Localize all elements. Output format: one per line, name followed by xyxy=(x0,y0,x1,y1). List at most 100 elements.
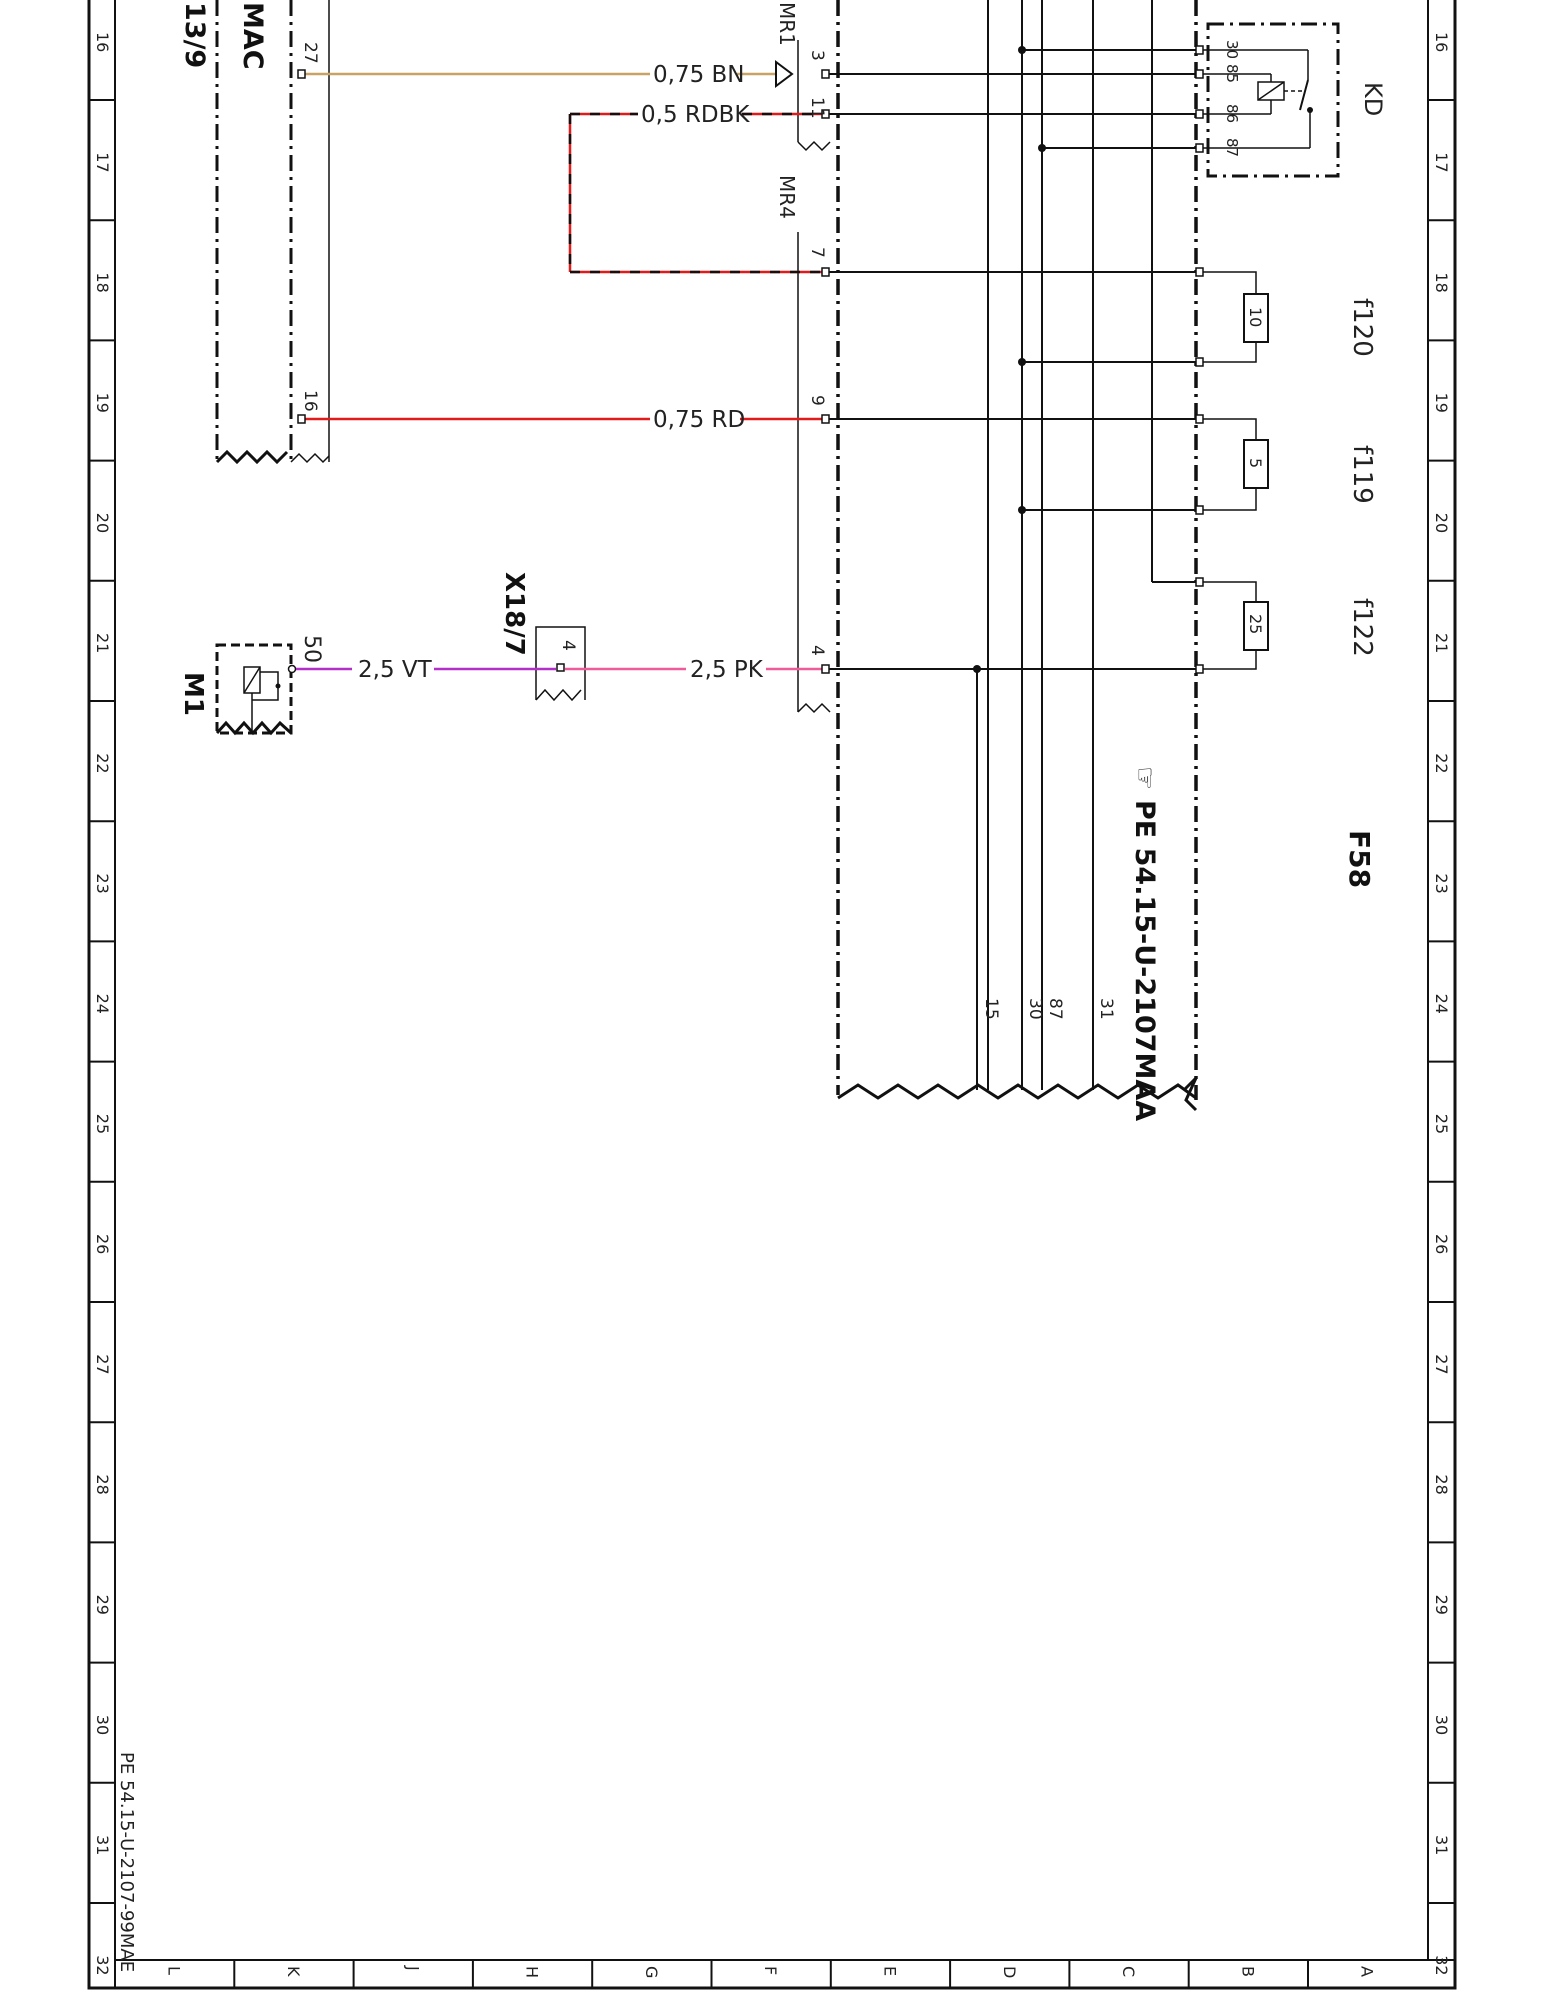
m1-motor: M1 50 xyxy=(178,635,324,736)
row-number-left: 24 xyxy=(93,994,112,1014)
row-number-right: 20 xyxy=(1432,513,1451,533)
row-number-left: 16 xyxy=(93,32,112,52)
bus-30-label: 30 xyxy=(1025,998,1045,1020)
fuse-f122-label: f122 xyxy=(1347,598,1377,657)
frame-ticks xyxy=(89,99,1455,1988)
column-letter: E xyxy=(880,1966,899,1976)
mr4-pin-4-label: 4 xyxy=(807,645,827,656)
m1-pin-50-label: 50 xyxy=(299,635,324,663)
row-number-left: 22 xyxy=(93,753,112,773)
row-number-right: 16 xyxy=(1432,32,1451,52)
fuse-f119-rating: 5 xyxy=(1246,458,1265,468)
reference-label: PE 54.15-U-2107MAA xyxy=(1129,800,1160,1121)
bus-87-label: 87 xyxy=(1045,998,1065,1020)
row-number-left: 19 xyxy=(93,393,112,413)
row-number-right: 26 xyxy=(1432,1234,1451,1254)
kd-pin-87-label: 87 xyxy=(1223,138,1241,157)
mr4-pin-7-label: 7 xyxy=(807,247,827,258)
column-letter: G xyxy=(642,1966,661,1978)
column-letter: J xyxy=(403,1965,422,1971)
column-letter: K xyxy=(284,1966,303,1977)
row-number-right: 32 xyxy=(1432,1955,1451,1975)
row-number-left: 25 xyxy=(93,1114,112,1134)
mac-component: 13/9 MAC xyxy=(179,0,330,465)
row-number-right: 30 xyxy=(1432,1715,1451,1735)
column-letter: C xyxy=(1119,1966,1138,1977)
row-number-right: 25 xyxy=(1432,1114,1451,1134)
row-number-right: 18 xyxy=(1432,272,1451,292)
arrow-marker xyxy=(775,60,794,88)
mac-pin-16-label: 16 xyxy=(300,390,320,412)
x18-pin-4-terminal xyxy=(556,663,565,672)
row-number-left: 27 xyxy=(93,1354,112,1374)
row-number-right: 28 xyxy=(1432,1474,1451,1494)
row-number-left: 30 xyxy=(93,1715,112,1735)
m1-pin-50-terminal xyxy=(287,664,297,674)
kd-relay: KD 30 85 86 87 xyxy=(1203,22,1387,178)
row-number-right: 29 xyxy=(1432,1595,1451,1615)
mr1-pin-3-label: 3 xyxy=(807,50,827,61)
kd-label: KD xyxy=(1359,82,1387,116)
component-id-label: 13/9 xyxy=(179,2,210,68)
row-number-right: 21 xyxy=(1432,633,1451,653)
column-letter: H xyxy=(523,1966,542,1978)
fuse-f120-label: f120 xyxy=(1347,298,1377,357)
row-number-right: 23 xyxy=(1432,873,1451,893)
f58-box: F58 PE 54.15-U-2107MAA ☞ xyxy=(836,0,1376,1121)
fuse-f120-rating: 10 xyxy=(1246,307,1265,327)
wire-label-pk: 2,5 PK xyxy=(690,657,764,683)
row-number-right: 27 xyxy=(1432,1354,1451,1374)
mac-pins: 27 16 xyxy=(297,42,320,424)
mr4-label: MR4 xyxy=(775,175,799,219)
box-terminals xyxy=(1195,45,1204,674)
row-number-right: 24 xyxy=(1432,994,1451,1014)
row-number-right: 31 xyxy=(1432,1835,1451,1855)
kd-pin-85-label: 85 xyxy=(1223,64,1241,83)
connector-strip: MR1 MR4 xyxy=(775,2,831,714)
row-number-left: 17 xyxy=(93,152,112,172)
x18-pin-4-label: 4 xyxy=(558,640,578,651)
x18-7-label: X18/7 xyxy=(499,572,529,656)
row-number-left: 18 xyxy=(93,272,112,292)
row-number-left: 28 xyxy=(93,1474,112,1494)
connector-strip-pins: 3 11 7 9 4 xyxy=(807,50,830,674)
bus-31-label: 31 xyxy=(1096,998,1116,1020)
bus-lines: 15 30 87 31 xyxy=(976,0,1153,1090)
mr1-pin-11-label: 11 xyxy=(807,97,827,119)
fuse-f120: 10 f120 xyxy=(1203,271,1377,363)
row-number-left: 31 xyxy=(93,1835,112,1855)
row-number-right: 22 xyxy=(1432,753,1451,773)
drawing-frame xyxy=(87,0,1457,1990)
x18-7-connector: X18/7 4 xyxy=(499,572,586,702)
fuse-f122-rating: 25 xyxy=(1246,614,1265,634)
m1-label: M1 xyxy=(178,672,208,716)
row-number-right: 17 xyxy=(1432,152,1451,172)
colored-wires xyxy=(296,72,822,671)
page-reference-label: PE 54.15-U-2107-99MAE xyxy=(116,1752,137,1972)
wire-labels: 0,75 BN 0,5 RDBK 0,75 RD 2,5 VT 2,5 PK xyxy=(358,62,764,683)
fuse-f122: 25 f122 xyxy=(1203,581,1377,670)
fuse-f119-label: f119 xyxy=(1347,445,1377,504)
row-number-left: 32 xyxy=(93,1955,112,1975)
row-number-right: 19 xyxy=(1432,393,1451,413)
mac-label: MAC xyxy=(237,2,268,70)
column-letter: A xyxy=(1358,1966,1377,1977)
wire-label-bn: 0,75 BN xyxy=(653,62,745,88)
f58-label: F58 xyxy=(1343,830,1376,888)
kd-pin-30-label: 30 xyxy=(1223,40,1241,59)
kd-pin-86-label: 86 xyxy=(1223,104,1241,123)
hand-pointer-icon: ☞ xyxy=(1129,766,1160,790)
row-number-left: 20 xyxy=(93,513,112,533)
wire-label-rdbk: 0,5 RDBK xyxy=(641,102,750,128)
column-letter: B xyxy=(1238,1966,1257,1977)
bus-15-label: 15 xyxy=(981,998,1001,1020)
column-letter: F xyxy=(761,1966,780,1975)
row-number-left: 26 xyxy=(93,1234,112,1254)
row-number-left: 29 xyxy=(93,1595,112,1615)
wire-label-rd: 0,75 RD xyxy=(653,407,745,433)
row-number-left: 23 xyxy=(93,873,112,893)
wire-label-vt: 2,5 VT xyxy=(358,657,433,683)
